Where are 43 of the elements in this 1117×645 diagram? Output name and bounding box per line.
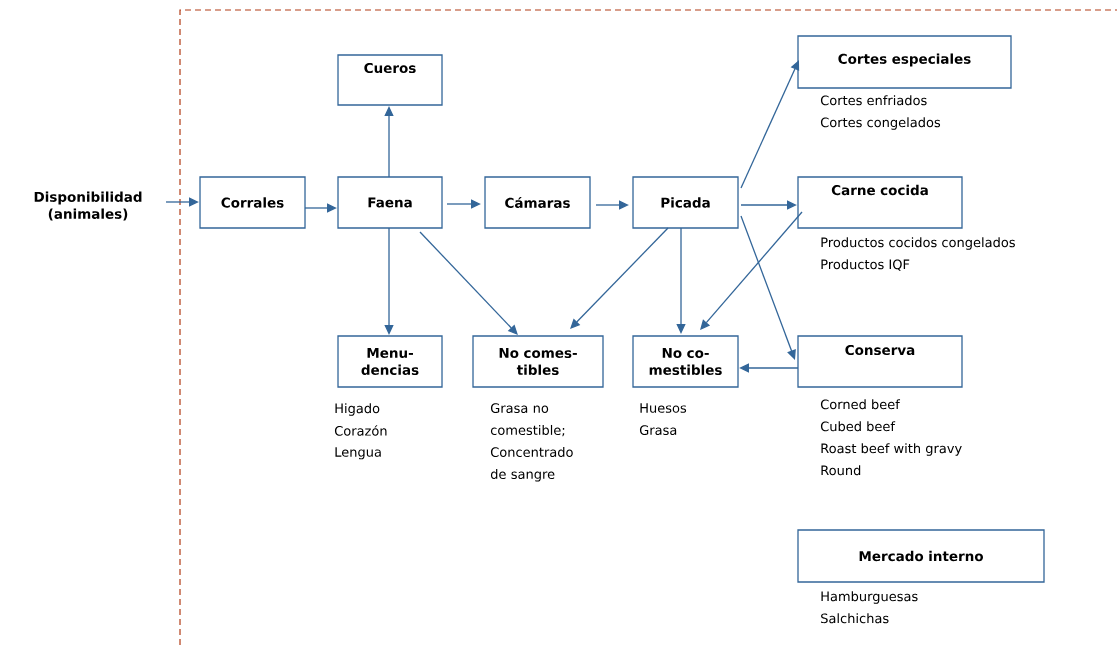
product-text: Productos IQF bbox=[821, 259, 910, 271]
arrow bbox=[700, 211, 803, 330]
process-box: Menu- dencias bbox=[337, 335, 443, 388]
product-text: Corazón bbox=[334, 425, 387, 436]
arrow bbox=[165, 197, 199, 207]
arrow bbox=[740, 60, 800, 189]
product-text: Grasa no comestible; Concentrado de sangre bbox=[490, 403, 573, 482]
product-text: Productos cocidos congelados bbox=[821, 237, 1015, 250]
product-text: Grasa bbox=[639, 425, 677, 436]
product-text: Huesos bbox=[640, 403, 687, 413]
product-text: Cubed beef bbox=[820, 421, 896, 432]
arrow bbox=[384, 106, 394, 178]
arrow bbox=[676, 227, 686, 334]
process-box: Conserva bbox=[797, 335, 963, 388]
product-text: Salchichas bbox=[821, 613, 889, 624]
arrow bbox=[595, 200, 629, 210]
process-box: Cámaras bbox=[484, 176, 591, 229]
process-box: Corrales bbox=[199, 176, 306, 229]
arrow bbox=[384, 227, 394, 335]
process-box: Carne cocida bbox=[797, 176, 963, 229]
product-text: Cortes congelados bbox=[820, 117, 941, 130]
product-text: Roast beef with gravy bbox=[821, 443, 962, 456]
process-box: Mercado interno bbox=[797, 529, 1045, 583]
arrow bbox=[446, 199, 481, 209]
product-text: Cortes enfriados bbox=[820, 95, 927, 106]
process-box: Picada bbox=[632, 176, 739, 229]
process-box: Cortes especiales bbox=[797, 35, 1012, 89]
arrow bbox=[570, 227, 669, 329]
input-label: Disponibilidad (animales) bbox=[34, 191, 142, 221]
arrow bbox=[419, 231, 518, 335]
product-text: Hamburguesas bbox=[821, 591, 918, 604]
arrow bbox=[739, 363, 799, 373]
product-text: Lengua bbox=[335, 447, 381, 460]
product-text: Higado bbox=[335, 403, 380, 416]
process-box: Faena bbox=[337, 176, 443, 229]
product-text: Corned beef bbox=[820, 399, 901, 410]
arrow bbox=[740, 215, 796, 360]
arrow bbox=[740, 200, 797, 210]
arrow bbox=[304, 203, 337, 213]
process-box: No co- mestibles bbox=[632, 335, 739, 388]
process-box: Cueros bbox=[337, 54, 443, 106]
process-box: No comes- tibles bbox=[472, 335, 604, 388]
product-text: Round bbox=[821, 465, 861, 476]
